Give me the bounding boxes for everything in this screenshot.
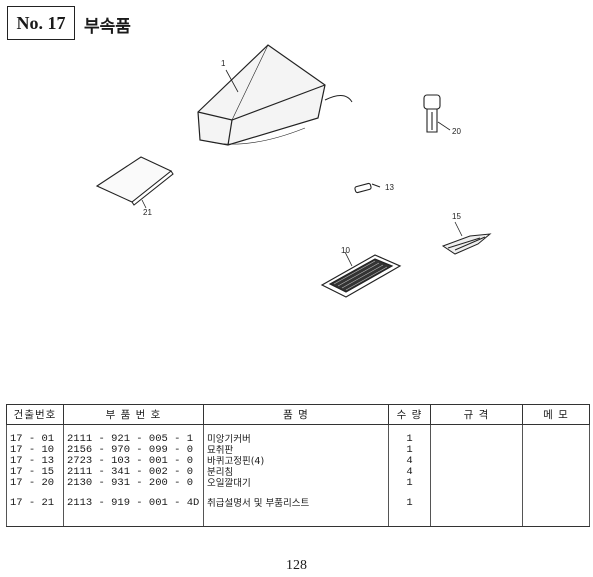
name-cell: 취급설명서 및 부품리스트: [203, 498, 389, 527]
part-no-cell: 2113 - 919 - 001 - 4D: [63, 498, 204, 527]
table-row: 17 - 21 2113 - 919 - 001 - 4D 취급설명서 및 부품…: [6, 498, 590, 527]
qty-cell: 1: [388, 498, 431, 527]
name-cell: 분리침: [203, 467, 389, 478]
name-cell: 바퀴고정핀(4): [203, 456, 389, 467]
col-header-ref: 건출번호: [6, 404, 64, 425]
part-21-manual: [95, 156, 174, 206]
table-row: 17 - 10 2156 - 970 - 099 - 0 묘취판 1: [6, 445, 590, 456]
qty-cell: 1: [388, 445, 431, 456]
part-1-cover: [197, 44, 353, 146]
table-row: 17 - 13 2723 - 103 - 001 - 0 바퀴고정핀(4) 4: [6, 456, 590, 467]
table-row: 17 - 20 2130 - 931 - 200 - 0 오일깔대기 1: [6, 478, 590, 489]
qty-cell: 1: [388, 434, 431, 445]
name-cell: 묘취판: [203, 445, 389, 456]
name-cell: 오일깔대기: [203, 478, 389, 489]
ref-cell: 17 - 01: [6, 434, 64, 445]
qty-cell: 4: [388, 467, 431, 478]
part-no-cell: 2111 - 341 - 002 - 0: [63, 467, 204, 478]
part-no-cell: 2723 - 103 - 001 - 0: [63, 456, 204, 467]
callout-21: 21: [143, 208, 152, 217]
name-cell: 미앙기커버: [203, 434, 389, 445]
part-no-cell: 2130 - 931 - 200 - 0: [63, 478, 204, 489]
qty-cell: 1: [388, 478, 431, 489]
callout-1: 1: [221, 59, 226, 68]
col-header-spec: 규 격: [430, 404, 523, 425]
ref-cell: 17 - 15: [6, 467, 64, 478]
ref-cell: 17 - 13: [6, 456, 64, 467]
ref-cell: 17 - 20: [6, 478, 64, 489]
callout-10: 10: [341, 246, 350, 255]
table-row: 17 - 01 2111 - 921 - 005 - 1 미앙기커버 1: [6, 434, 590, 445]
part-no-cell: 2156 - 970 - 099 - 0: [63, 445, 204, 456]
table-header-row: 건출번호 부 품 번 호 품 명 수 량 규 격 메 모: [6, 404, 590, 425]
parts-table: 건출번호 부 품 번 호 품 명 수 량 규 격 메 모 17 - 01 211…: [6, 404, 590, 527]
section-number-box: No. 17: [7, 6, 75, 40]
col-header-qty: 수 량: [388, 404, 431, 425]
part-no-cell: 2111 - 921 - 005 - 1: [63, 434, 204, 445]
part-20-oil-funnel: [423, 94, 441, 133]
qty-cell: 4: [388, 456, 431, 467]
ref-cell: 17 - 21: [6, 498, 64, 527]
parts-diagram: [95, 44, 492, 298]
ref-cell: 17 - 10: [6, 445, 64, 456]
section-number: No. 17: [16, 12, 66, 33]
page-number: 128: [286, 558, 307, 573]
callout-15: 15: [452, 212, 461, 221]
section-title: 부속품: [84, 17, 131, 37]
part-13-wheel-pin: [354, 182, 381, 194]
part-15-separator: [441, 233, 492, 255]
col-header-part-no: 부 품 번 호: [63, 404, 204, 425]
callout-20: 20: [452, 127, 461, 136]
col-header-memo: 메 모: [522, 404, 590, 425]
part-10-plate: [320, 254, 402, 298]
callout-13: 13: [385, 183, 394, 192]
table-row: 17 - 15 2111 - 341 - 002 - 0 분리침 4: [6, 467, 590, 478]
col-header-name: 품 명: [203, 404, 389, 425]
